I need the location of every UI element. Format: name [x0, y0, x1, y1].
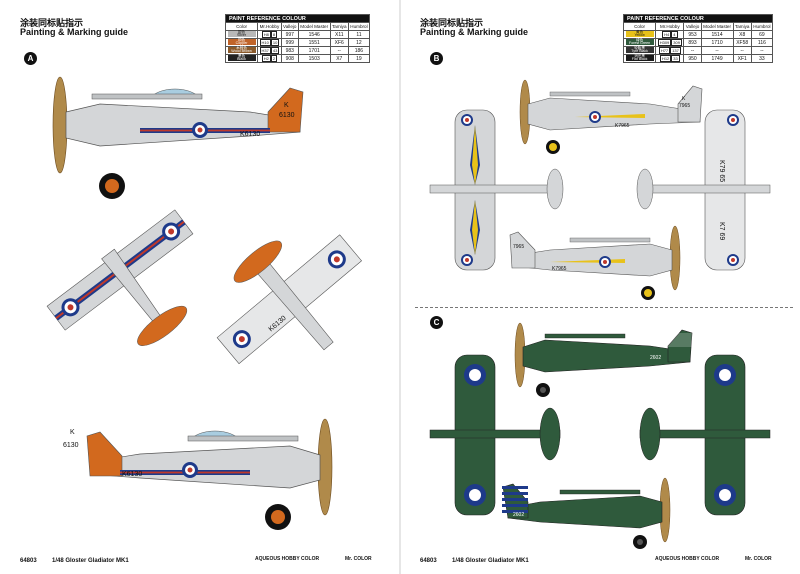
svg-text:K: K	[70, 429, 75, 436]
svg-text:2602: 2602	[650, 355, 661, 361]
svg-text:K79 65: K79 65	[718, 160, 725, 182]
legend-mr-color: Mr. COLOR	[345, 556, 372, 562]
side-view-b-top: K7965 K 7965	[519, 79, 703, 154]
section-b-badge: B	[430, 52, 443, 65]
side-view-c-top: 2602	[514, 322, 693, 397]
bottom-view-a: K6130	[216, 234, 362, 365]
top-view-b	[429, 109, 564, 271]
top-view-c	[429, 354, 561, 516]
legend-aqueous: AQUEOUS HOBBY COLOR	[255, 556, 320, 562]
serial-text: K6130	[240, 131, 260, 138]
svg-text:K7965: K7965	[552, 266, 567, 272]
title-en: Painting & Marking guide	[420, 27, 529, 37]
svg-text:K7 69: K7 69	[718, 222, 725, 240]
aircraft-drawings-right: K7965 K 7965 K79 65 K7 69	[429, 79, 771, 549]
top-view-a	[46, 209, 194, 346]
bottom-view-b: K79 65 K7 69	[636, 109, 771, 271]
upper-wing-icon	[91, 93, 203, 100]
section-a-badge: A	[24, 52, 37, 65]
svg-text:6130: 6130	[279, 112, 295, 119]
title-cn: 涂装同标贴指示	[420, 18, 484, 28]
left-page: 涂装同标贴指示 Painting & Marking guide A PAINT…	[20, 14, 372, 564]
footer-code: 64803	[420, 558, 437, 564]
rudder-stripes	[502, 486, 528, 513]
bottom-view-c	[639, 354, 771, 516]
footer-code: 64803	[20, 558, 37, 564]
page-divider	[399, 0, 401, 574]
paint-reference-table-left: PAINT REFERENCE COLOUR Color Mr.Hobby Va…	[224, 14, 371, 63]
right-page: 涂装同标贴指示 Painting & Marking guide B C PAI…	[400, 0, 800, 574]
legend-aqueous: AQUEOUS HOBBY COLOR	[655, 556, 720, 562]
fuselage-icon	[65, 103, 301, 147]
svg-text:2602: 2602	[513, 512, 524, 518]
svg-text:7965: 7965	[679, 103, 690, 109]
svg-text:K: K	[682, 96, 686, 102]
side-view-b-bottom: K7965 7965	[509, 225, 681, 300]
footer-title: 1/48 Gloster Gladiator MK1	[452, 558, 529, 564]
title-cn: 涂装同标贴指示	[20, 18, 84, 28]
side-view-c-bottom: 2602	[502, 477, 671, 549]
side-view-a-bottom: K6130 K 6130	[63, 418, 333, 530]
svg-text:6130: 6130	[63, 442, 79, 449]
svg-text:7965: 7965	[513, 244, 524, 250]
title-en: Painting & Marking guide	[20, 27, 129, 37]
legend-mr-color: Mr. COLOR	[745, 556, 772, 562]
svg-text:K: K	[284, 102, 289, 109]
section-divider	[415, 307, 793, 308]
tailplane-icon	[137, 305, 188, 346]
svg-text:K6130: K6130	[122, 471, 142, 478]
section-c-badge: C	[430, 316, 443, 329]
footer-title: 1/48 Gloster Gladiator MK1	[52, 558, 129, 564]
tail-fin-icon	[267, 87, 304, 133]
propeller-icon	[52, 76, 68, 174]
paint-reference-table-right: PAINT REFERENCE COLOUR Color Mr.Hobby Va…	[622, 14, 774, 63]
svg-text:K7965: K7965	[615, 123, 630, 129]
side-view-a-top: K6130 K 6130	[52, 76, 304, 199]
aircraft-drawings-left: K6130 K 6130 K6130	[46, 76, 362, 530]
